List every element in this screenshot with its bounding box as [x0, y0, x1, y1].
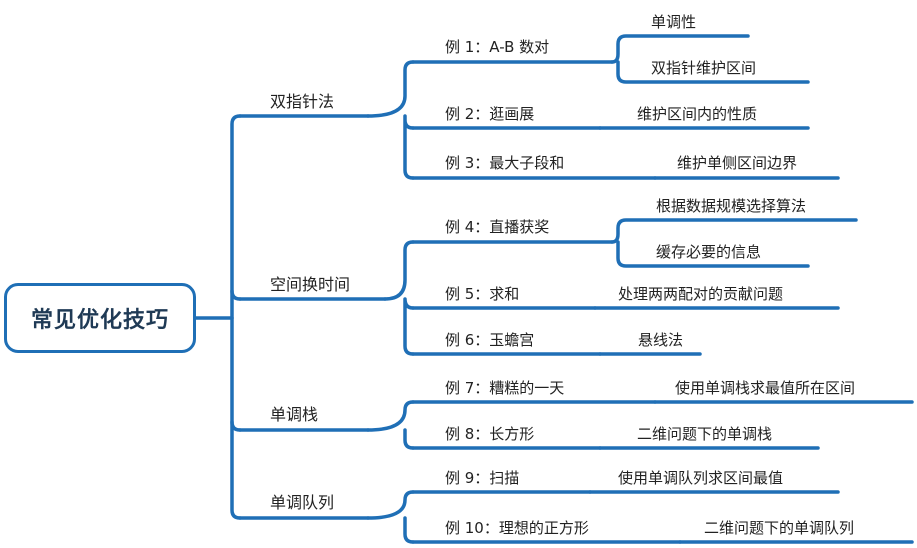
root-node: 常见优化技巧	[4, 283, 196, 353]
example-5: 例 5：求和	[445, 285, 520, 303]
note-5-1: 处理两两配对的贡献问题	[618, 285, 784, 303]
example-1: 例 1：A-B 数对	[445, 38, 550, 56]
bracket-branch-2	[383, 240, 415, 356]
example-3: 例 3：最大子段和	[445, 154, 565, 172]
note-1-1: 单调性	[651, 13, 697, 31]
example-8: 例 8：长方形	[445, 425, 535, 443]
example-2: 例 2：逛画展	[445, 105, 535, 123]
note-8-1: 二维问题下的单调栈	[637, 425, 773, 443]
note-2-1: 维护区间内的性质	[637, 105, 758, 123]
note-4-1: 根据数据规模选择算法	[656, 197, 807, 215]
branch-two-pointers: 双指针法	[270, 92, 335, 111]
bracket-branch-1	[366, 60, 415, 180]
root-label: 常见优化技巧	[30, 308, 169, 333]
note-10-1: 二维问题下的单调队列	[704, 519, 855, 537]
note-6-1: 悬线法	[638, 331, 684, 349]
example-4: 例 4：直播获奖	[445, 218, 550, 236]
branch-spine	[230, 114, 242, 520]
bracket-branch-4	[366, 490, 415, 544]
branch-monotonic-stack: 单调栈	[270, 405, 319, 424]
note-4-2: 缓存必要的信息	[656, 243, 762, 261]
note-9-1: 使用单调队列求区间最值	[618, 469, 784, 487]
note-3-1: 维护单侧区间边界	[677, 154, 798, 172]
example-6: 例 6：玉蟾宫	[445, 331, 535, 349]
branch-space-for-time: 空间换时间	[270, 275, 351, 294]
bracket-branch-3	[366, 400, 415, 450]
note-7-1: 使用单调栈求最值所在区间	[675, 379, 856, 397]
note-1-2: 双指针维护区间	[651, 59, 757, 77]
branch-monotonic-queue: 单调队列	[270, 493, 335, 512]
example-10: 例 10：理想的正方形	[445, 519, 589, 537]
example-9: 例 9：扫描	[445, 469, 520, 487]
example-7: 例 7：糟糕的一天	[445, 379, 565, 397]
